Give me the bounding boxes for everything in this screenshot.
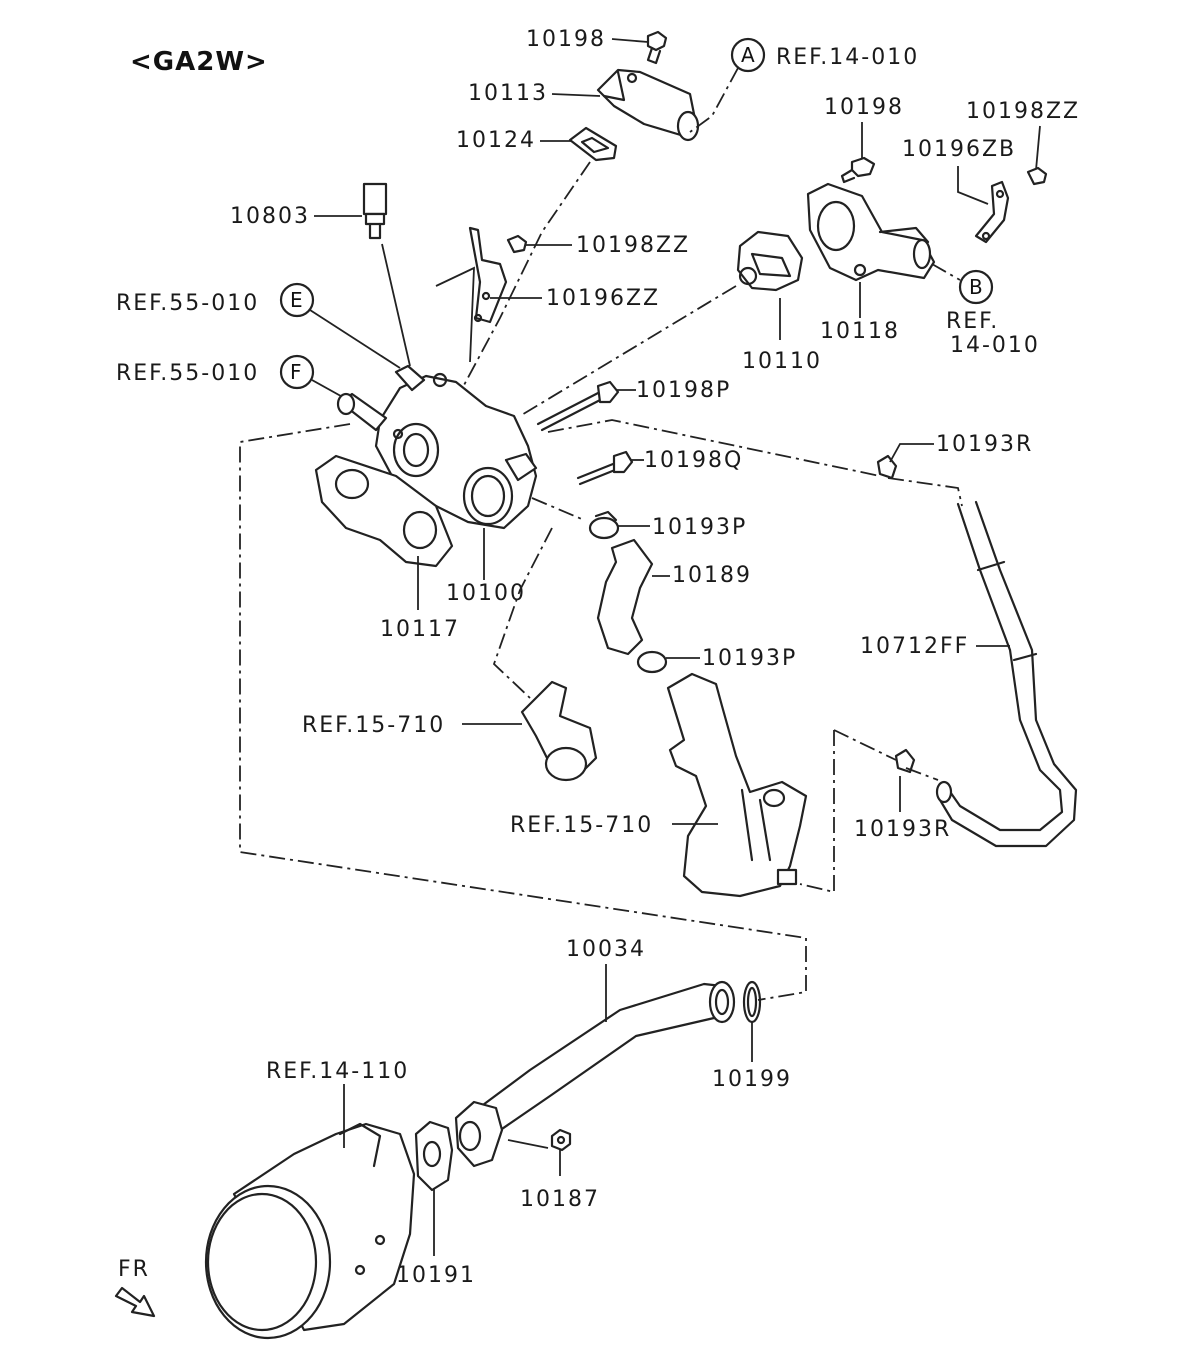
water-outlet-10113[interactable] xyxy=(596,68,700,142)
oring-10199[interactable] xyxy=(742,980,762,1024)
gasket-10117[interactable] xyxy=(314,454,454,568)
bracket-10196zz[interactable] xyxy=(468,226,508,324)
callout-a: A xyxy=(730,37,766,73)
label-ref-b-line1: REF. xyxy=(946,309,999,334)
svg-text:B: B xyxy=(969,275,983,299)
gasket-10124[interactable] xyxy=(568,126,618,162)
label-ref-14-110: REF.14-110 xyxy=(266,1059,409,1084)
svg-text:E: E xyxy=(290,288,303,312)
label-10187: 10187 xyxy=(520,1187,600,1212)
label-10110: 10110 xyxy=(742,349,822,374)
label-10034: 10034 xyxy=(566,937,646,962)
label-10191: 10191 xyxy=(396,1263,476,1288)
label-10189: 10189 xyxy=(672,563,752,588)
front-arrow-icon xyxy=(114,1286,156,1318)
label-10198-top: 10198 xyxy=(526,27,606,52)
clamp-10193p-mid[interactable] xyxy=(636,650,668,674)
ref-14-110-pump[interactable] xyxy=(204,1122,416,1340)
label-10803: 10803 xyxy=(230,204,310,229)
label-10124: 10124 xyxy=(456,128,536,153)
callout-f: F xyxy=(279,354,315,390)
ref-15-710-elbow[interactable] xyxy=(520,680,598,782)
label-ref-15-710-b: REF.15-710 xyxy=(510,813,653,838)
bolt-10198-right[interactable] xyxy=(840,156,876,184)
clamp-10193r-top[interactable] xyxy=(876,454,898,480)
label-10196zb: 10196ZB xyxy=(902,137,1016,162)
bracket-10196zb[interactable] xyxy=(974,180,1010,244)
bolt-10198p[interactable] xyxy=(536,380,620,432)
label-ref-14-010-a: REF.14-010 xyxy=(776,45,919,70)
ref-15-710-pipe[interactable] xyxy=(666,672,808,898)
callout-b: B xyxy=(958,269,994,305)
label-10193p-top: 10193P xyxy=(652,515,747,540)
label-ref-55-010-f: REF.55-010 xyxy=(116,361,259,386)
label-10198p: 10198P xyxy=(636,378,731,403)
clamp-10193p-top[interactable] xyxy=(588,510,620,540)
label-10198zz-mid: 10198ZZ xyxy=(576,233,690,258)
label-10113: 10113 xyxy=(468,81,548,106)
svg-text:A: A xyxy=(741,43,755,67)
thermostat-10110[interactable] xyxy=(736,230,804,292)
label-10193p-mid: 10193P xyxy=(702,646,797,671)
label-10712ff: 10712FF xyxy=(860,634,969,659)
label-10193r-bot: 10193R xyxy=(854,817,951,842)
svg-text:F: F xyxy=(290,360,302,384)
label-ref-b-line2: 14-010 xyxy=(950,333,1040,358)
pipe-10034[interactable] xyxy=(454,980,736,1168)
label-10100: 10100 xyxy=(446,581,526,606)
bolt-10198q[interactable] xyxy=(576,450,634,486)
callout-e: E xyxy=(279,282,315,318)
sensor-10803[interactable] xyxy=(362,182,388,240)
label-ref-15-710-a: REF.15-710 xyxy=(302,713,445,738)
label-10199: 10199 xyxy=(712,1067,792,1092)
label-10196zz: 10196ZZ xyxy=(546,286,660,311)
clamp-10193r-bot[interactable] xyxy=(894,748,916,774)
label-10198-right: 10198 xyxy=(824,95,904,120)
bolt-10198zz-mid[interactable] xyxy=(506,234,528,254)
thermostat-housing-10118[interactable] xyxy=(806,182,936,282)
hose-10189[interactable] xyxy=(596,538,654,656)
nut-10187[interactable] xyxy=(550,1128,572,1152)
bolt-10198-top[interactable] xyxy=(646,30,668,65)
fr-label: FR xyxy=(118,1257,150,1282)
diagram-title: <GA2W> xyxy=(130,47,268,77)
label-10198q: 10198Q xyxy=(644,448,743,473)
label-10118: 10118 xyxy=(820,319,900,344)
gasket-10191[interactable] xyxy=(414,1120,454,1192)
hose-10712ff[interactable] xyxy=(935,500,1078,848)
label-ref-55-010-e: REF.55-010 xyxy=(116,291,259,316)
label-10198zz-right: 10198ZZ xyxy=(966,99,1080,124)
bolt-10198zz-right[interactable] xyxy=(1026,166,1048,186)
label-10193r-top: 10193R xyxy=(936,432,1033,457)
label-10117: 10117 xyxy=(380,617,460,642)
